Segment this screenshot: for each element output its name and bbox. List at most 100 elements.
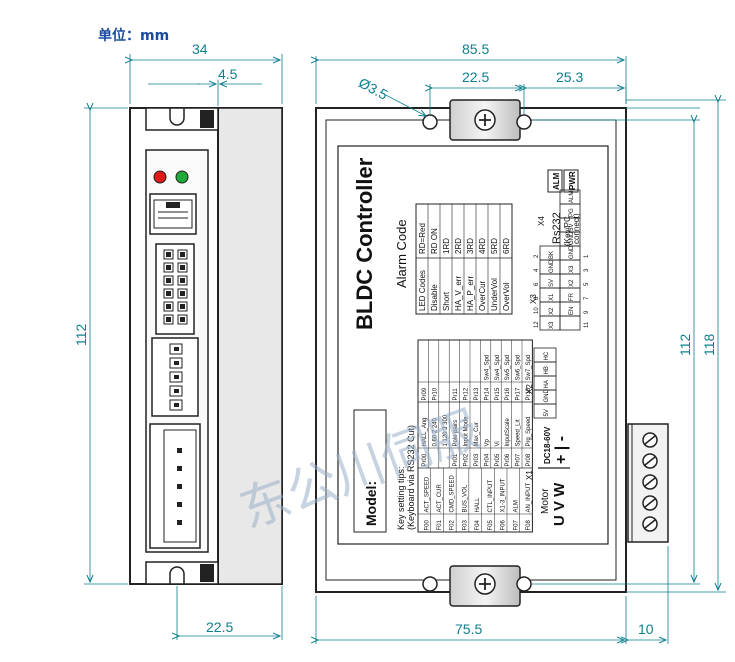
x3-pin-label: GND — [549, 259, 555, 273]
x2-pin-label: HC — [544, 351, 550, 360]
connector-pin-core — [180, 304, 185, 309]
alarm-code: 1RD — [442, 238, 451, 254]
x3-pin-cell — [559, 315, 581, 331]
alarm-name: HA_P_err — [466, 276, 475, 311]
param-name: 1 120 3 300 — [443, 414, 449, 446]
dim-hole-diameter: Ø3.5 — [356, 74, 390, 102]
alarm-name: UnderVol — [490, 278, 499, 311]
dim-front-total-height: 118 — [701, 333, 717, 356]
param-name: X1-3_INPUT — [501, 478, 507, 512]
param-code: Pr06 — [505, 453, 511, 466]
dc-label: DC18-60V — [543, 426, 552, 464]
param-code: Pr02 — [464, 453, 470, 466]
param-code: Pr04 — [484, 453, 490, 466]
x3-pin-label: X3 — [569, 265, 575, 273]
param-name: ACT_SPEED — [424, 476, 430, 512]
alarm-title: Alarm Code — [394, 219, 409, 288]
mount-hole-icon — [516, 114, 532, 130]
x3-pin-label: SV — [549, 279, 555, 287]
x3-pin-label: GND — [569, 245, 575, 259]
alarm-name: Short — [442, 291, 451, 311]
param-code: F00 — [424, 519, 430, 530]
dim-hole-right: 25.3 — [556, 69, 583, 85]
x3-pin-number: 1 — [584, 254, 590, 258]
terminal-pin-icon — [177, 502, 182, 507]
connector-pin-core — [166, 278, 171, 283]
param-code: Pr03 — [474, 453, 480, 466]
x3-label: X3 — [529, 294, 538, 304]
connector-pin-core — [166, 317, 171, 322]
param-name: Pole pairs — [453, 420, 459, 447]
x1-label: X1 — [525, 470, 534, 480]
x3-pin-number: 10 — [534, 307, 540, 314]
alarm-name: OverVol — [502, 282, 511, 311]
screw-slot — [644, 435, 656, 445]
dim-side-height: 112 — [73, 323, 89, 346]
param-name: Sw7_Spd — [526, 355, 532, 381]
x3-pin-label: X2 — [569, 279, 575, 287]
param-name: Speed_Lit — [516, 419, 522, 446]
screw-slot — [644, 477, 656, 487]
param-code: F01 — [437, 519, 443, 530]
dim-side-width: 34 — [192, 41, 208, 57]
side-top-notch — [200, 110, 214, 128]
side-view-heatsink — [217, 107, 283, 585]
param-code: F07 — [513, 519, 519, 530]
terminal-pin-icon — [177, 520, 182, 525]
alarm-code: 5RD — [490, 238, 499, 254]
param-name: AN_INPUT — [526, 482, 532, 512]
green-led-icon — [175, 170, 189, 184]
side-view — [129, 107, 283, 585]
param-name: CMD_SPEED — [450, 474, 456, 512]
param-code: F04 — [475, 519, 481, 530]
x3-pin-number: 6 — [534, 282, 540, 286]
connector-pin-core — [166, 265, 171, 270]
screw-slot — [644, 498, 656, 508]
param-name: Sw4_Spd — [495, 355, 501, 381]
x2-pin-label: HA — [544, 380, 550, 388]
param-code: Pr10 — [432, 387, 438, 400]
param-name: Vi — [495, 441, 501, 446]
key-tips-line1: Key setting tips: — [396, 466, 406, 530]
terminal-block — [627, 423, 669, 543]
panel-title: BLDC Controller — [352, 157, 377, 330]
connector-pin-core — [180, 291, 185, 296]
rj45-port-icon — [149, 193, 197, 235]
alarm-name: HA_V_err — [454, 276, 463, 311]
screw-slot — [644, 456, 656, 466]
mount-hole-icon — [516, 576, 532, 592]
x4-pin-cell — [559, 231, 581, 247]
rs232-sub2: connect) — [572, 213, 581, 244]
connector-pin-core — [180, 278, 185, 283]
param-name: Sw4_Spd — [484, 355, 490, 381]
x3-pin-number: 3 — [584, 268, 590, 272]
param-code: Pr08 — [526, 453, 532, 466]
dc-pm: + | - — [553, 436, 570, 464]
param-name: Input Mode — [464, 416, 470, 447]
param-name: ACT_CUR — [437, 483, 443, 512]
dim-hole-left: 22.5 — [462, 69, 489, 85]
param-name: HALL_Ang — [422, 417, 428, 446]
param-code: F08 — [526, 519, 532, 530]
x3-pin-number: 4 — [534, 268, 540, 272]
mount-hole-icon — [422, 576, 438, 592]
param-code: Pr16 — [505, 387, 511, 400]
x3-pin-label: X3 — [549, 321, 555, 329]
alarm-name: OverCur — [478, 280, 487, 311]
connector-pin-core — [180, 265, 185, 270]
terminal-pin-icon — [177, 484, 182, 489]
alarm-code: 3RD — [466, 238, 475, 254]
connector-pin-core — [166, 291, 171, 296]
param-code: Pr14 — [484, 387, 490, 400]
param-name: Max_Cur — [474, 422, 480, 446]
terminal-pin-icon — [177, 466, 182, 471]
x3-pin-number: 11 — [584, 321, 590, 328]
connector-pin-core — [180, 252, 185, 257]
x4-pin-label: 5V — [569, 224, 575, 231]
x3-pin-number: 9 — [584, 310, 590, 314]
dim-front-width: 85.5 — [462, 41, 489, 57]
param-code: F06 — [501, 519, 507, 530]
dim-front-bottom-width: 75.5 — [455, 621, 482, 637]
